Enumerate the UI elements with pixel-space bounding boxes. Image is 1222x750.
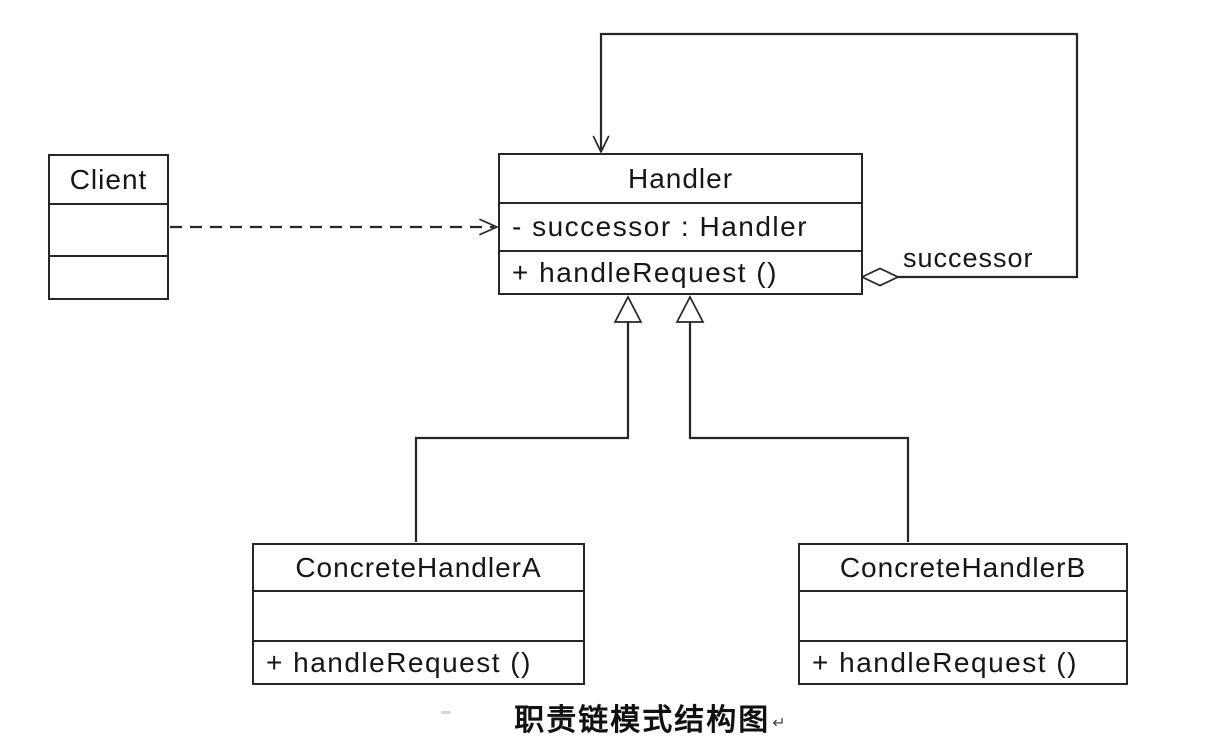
class-title-client: Client — [69, 163, 148, 195]
generalization-a-to-handler — [414, 295, 643, 542]
client-methods-compartment — [50, 255, 167, 298]
concrete-handler-b-method-handle-request: + handleRequest () — [800, 640, 1126, 683]
client-attributes-compartment — [50, 203, 167, 255]
successor-edge-label: successor — [903, 243, 1034, 273]
class-box-client: Client — [48, 154, 169, 300]
generalization-b-to-handler — [675, 295, 910, 542]
class-box-concrete-handler-b: ConcreteHandlerB + handleRequest () — [798, 543, 1128, 685]
paragraph-return-mark: ↵ — [772, 715, 786, 732]
hollow-triangle-icon — [613, 295, 643, 323]
caption-text: 职责链模式结构图 — [514, 704, 771, 737]
open-arrowhead-right-icon — [479, 218, 498, 236]
open-arrowhead-down-icon — [592, 135, 610, 153]
concrete-handler-a-method-handle-request: + handleRequest () — [254, 640, 583, 683]
handler-attribute-successor: - successor : Handler — [500, 202, 861, 250]
concrete-handler-a-attributes-compartment — [254, 590, 583, 640]
hollow-diamond-icon — [860, 267, 900, 287]
dependency-arrow-client-to-handler — [170, 218, 498, 236]
class-title-concrete-handler-b: ConcreteHandlerB — [839, 551, 1087, 583]
class-title-handler: Handler — [627, 162, 734, 194]
diagram-caption: 职责链模式结构图↵ — [514, 695, 785, 739]
scan-artifact — [441, 711, 451, 714]
handler-method-handle-request: + handleRequest () — [500, 250, 861, 293]
class-box-handler: Handler - successor : Handler + handleRe… — [498, 153, 863, 295]
hollow-triangle-icon — [675, 295, 705, 323]
class-box-concrete-handler-a: ConcreteHandlerA + handleRequest () — [252, 543, 585, 685]
concrete-handler-b-attributes-compartment — [800, 590, 1126, 640]
class-title-concrete-handler-a: ConcreteHandlerA — [295, 551, 542, 583]
